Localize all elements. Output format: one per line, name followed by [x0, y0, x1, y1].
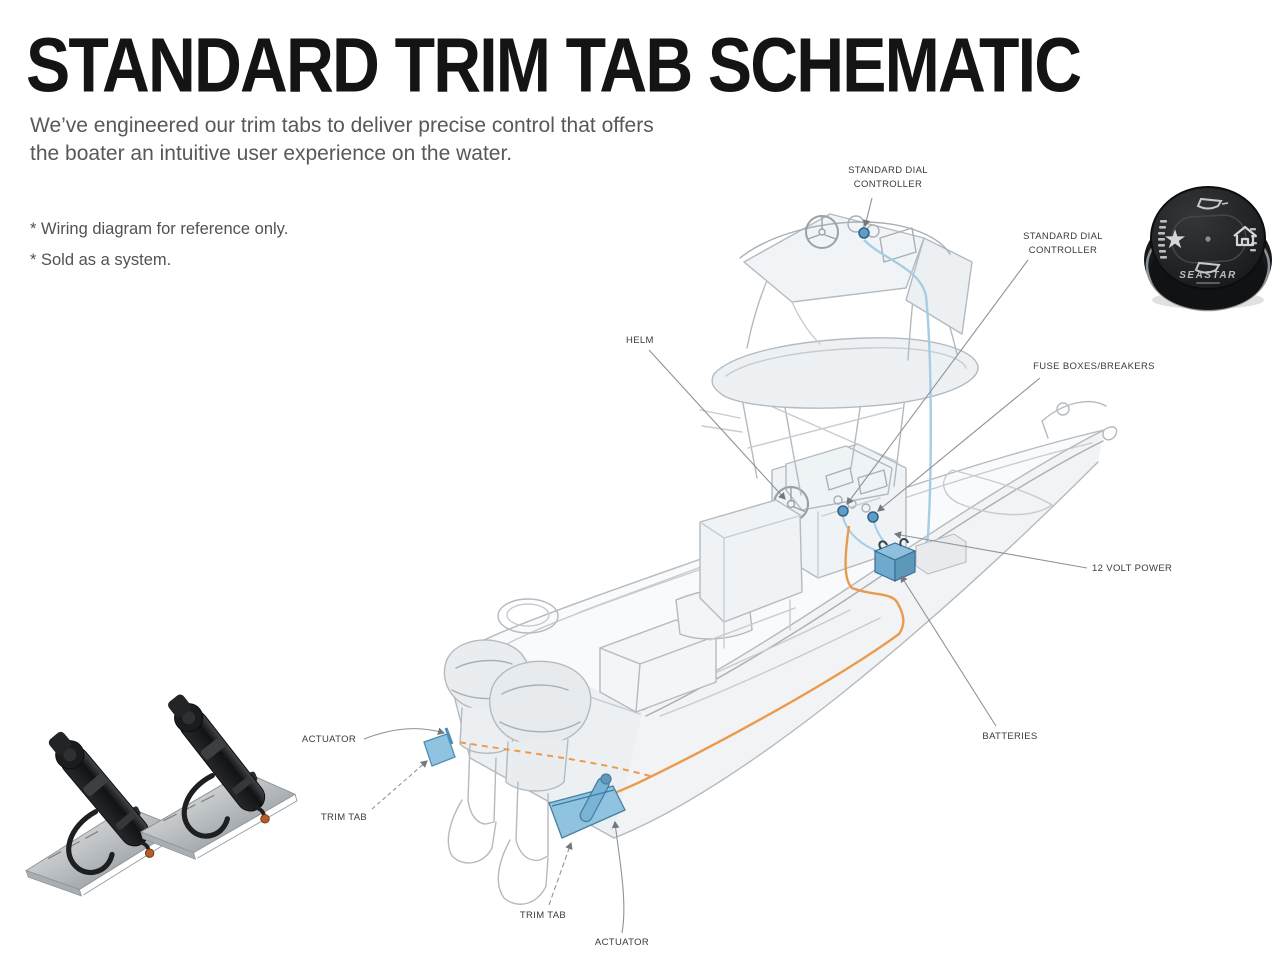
upper-helm-station: [739, 213, 973, 345]
label-12-volt-power: 12 VOLT POWER: [1092, 563, 1173, 574]
boat-line-art: [443, 213, 1118, 905]
label-trim-tab-left: TRIM TAB: [320, 812, 368, 823]
footnotes: * Wiring diagram for reference only. * S…: [30, 214, 288, 275]
label-actuator-left: ACTUATOR: [301, 734, 357, 745]
boat-trim-up-icon: [1196, 197, 1229, 210]
wire-orange: [585, 525, 905, 806]
footnote-wiring: * Wiring diagram for reference only.: [30, 220, 289, 238]
page-title: STANDARD TRIM TAB SCHEMATIC: [26, 23, 1082, 109]
label-fuse-boxes-breakers: FUSE BOXES/BREAKERS: [1033, 361, 1155, 372]
trim-tab-actuator-product-right: [141, 690, 297, 859]
leader-lines: [363, 197, 1088, 934]
trim-tab-port-highlight: [423, 727, 456, 767]
dial-center-dot: [1205, 236, 1211, 242]
intro-line-1: We’ve engineered our trim tabs to delive…: [30, 114, 654, 137]
label-standard-dial-controller-upper: STANDARD DIAL CONTROLLER: [848, 165, 928, 190]
intro-text: We’ve engineered our trim tabs to delive…: [30, 112, 654, 168]
label-standard-dial-controller-lower: STANDARD DIAL CONTROLLER: [1023, 231, 1103, 256]
trim-tab-actuator-product-left: [21, 723, 183, 898]
dial-controller-dot-upper: [858, 227, 870, 239]
battery: [873, 538, 917, 582]
dial-controller-dot-lower: [837, 505, 849, 517]
dial-brand-text: SEASTAR: [1179, 270, 1237, 281]
label-batteries: BATTERIES: [982, 731, 1038, 742]
star-icon: ★: [1163, 224, 1186, 254]
intro-line-2: the boater an intuitive user experience …: [30, 141, 513, 165]
fuse-dot: [867, 511, 879, 523]
label-trim-tab-bottom: TRIM TAB: [519, 910, 567, 921]
outboard-engines: [443, 639, 592, 905]
label-helm: HELM: [626, 335, 654, 346]
seastar-dial-device: ★ SEASTAR: [1144, 186, 1272, 312]
home-icon: [1233, 225, 1257, 247]
trim-tab-starboard-highlight: [548, 773, 626, 839]
footnote-sold: * Sold as a system.: [30, 250, 172, 269]
boat-trim-down-icon: [1194, 261, 1221, 274]
label-actuator-bottom: ACTUATOR: [594, 937, 650, 948]
